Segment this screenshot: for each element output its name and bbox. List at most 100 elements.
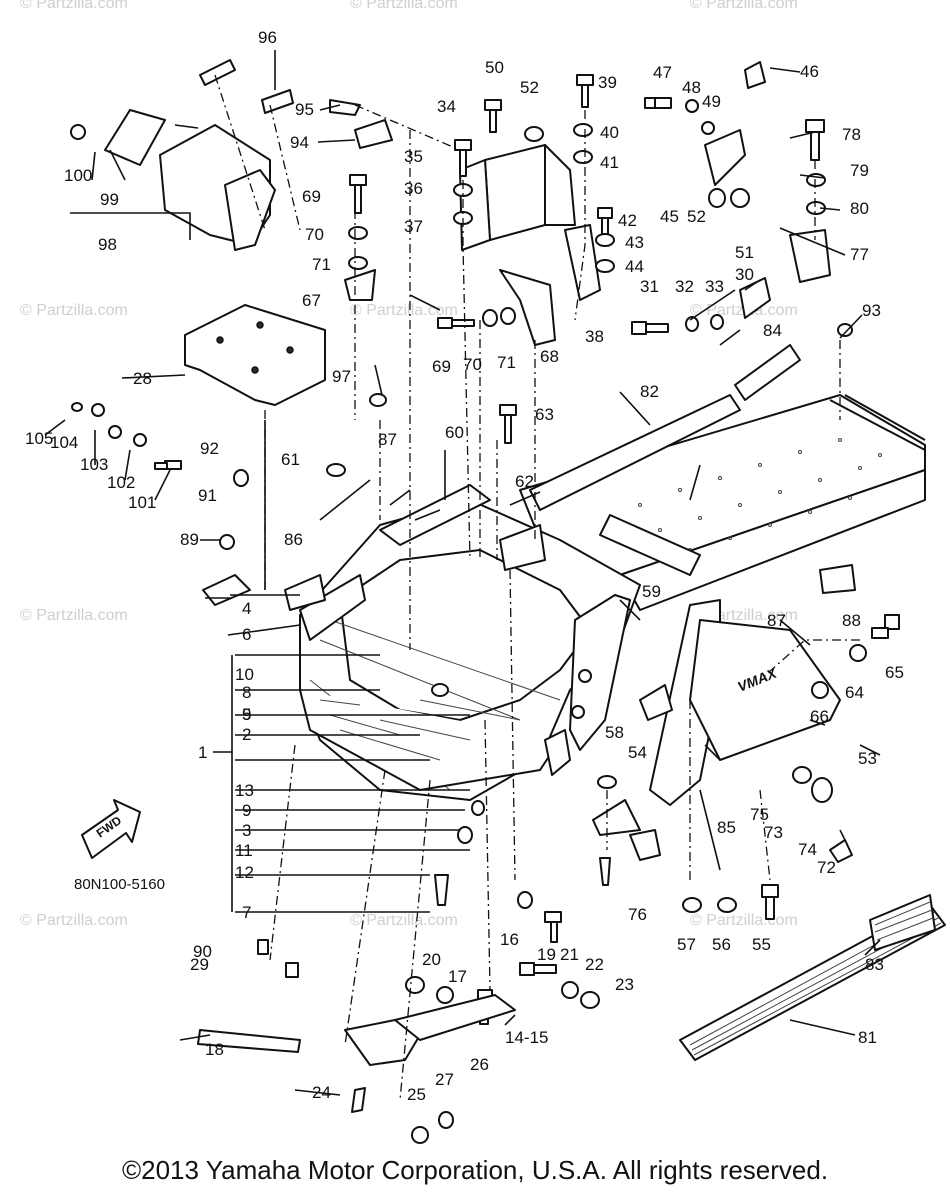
callout-labels: 1 2 3 4 5 6 7 8 9 9 10 11 12 13 14-15 16… bbox=[25, 28, 904, 1104]
callout: 62 bbox=[515, 472, 534, 491]
callout: 43 bbox=[625, 233, 644, 252]
callout: 63 bbox=[535, 405, 554, 424]
callout: 89 bbox=[180, 530, 199, 549]
callout: 92 bbox=[200, 439, 219, 458]
callout: 74 bbox=[798, 840, 817, 859]
callout: 37 bbox=[404, 217, 423, 236]
callout: 21 bbox=[560, 945, 579, 964]
callout: 16 bbox=[500, 930, 519, 949]
callout: 79 bbox=[850, 161, 869, 180]
watermark: © Partzilla.com bbox=[350, 0, 458, 12]
callout: 71 bbox=[312, 255, 331, 274]
callout: 57 bbox=[677, 935, 696, 954]
callout: 52 bbox=[520, 78, 539, 97]
callout: 73 bbox=[764, 823, 783, 842]
callout: 104 bbox=[50, 433, 78, 452]
callout: 76 bbox=[628, 905, 647, 924]
callout: 50 bbox=[485, 58, 504, 77]
callout: 56 bbox=[712, 935, 731, 954]
trim-strips bbox=[529, 344, 946, 1061]
callout: 6 bbox=[242, 625, 251, 644]
watermark: © Partzilla.com bbox=[690, 0, 798, 12]
callout: 82 bbox=[640, 382, 659, 401]
callout: 24 bbox=[312, 1083, 331, 1102]
fasteners bbox=[71, 74, 900, 1144]
callout: 90 bbox=[193, 942, 212, 961]
callout: 55 bbox=[752, 935, 771, 954]
callout: 8 bbox=[242, 683, 251, 702]
callout: 31 bbox=[640, 277, 659, 296]
callout: 30 bbox=[735, 265, 754, 284]
callout: 22 bbox=[585, 955, 604, 974]
callout: 12 bbox=[235, 863, 254, 882]
callout: 60 bbox=[445, 423, 464, 442]
callout: 39 bbox=[598, 73, 617, 92]
mount-brackets bbox=[329, 61, 831, 346]
callout: 45 bbox=[660, 207, 679, 226]
callout: 54 bbox=[628, 743, 647, 762]
callout: 67 bbox=[302, 291, 321, 310]
callout: 71 bbox=[497, 353, 516, 372]
callout: 77 bbox=[850, 245, 869, 264]
callout: 69 bbox=[302, 187, 321, 206]
callout: 75 bbox=[750, 805, 769, 824]
bracket-28 bbox=[184, 304, 326, 406]
callout: 42 bbox=[618, 211, 637, 230]
callout: 99 bbox=[100, 190, 119, 209]
callout: 34 bbox=[437, 97, 456, 116]
callout: 32 bbox=[675, 277, 694, 296]
callout: 17 bbox=[448, 967, 467, 986]
diagram-code: 80N100-5160 bbox=[74, 876, 165, 893]
callout: 11 bbox=[235, 841, 253, 860]
fwd-arrow-icon: FWD bbox=[81, 799, 141, 859]
callout: 59 bbox=[642, 582, 661, 601]
callout: 29 bbox=[190, 955, 209, 974]
callout: 98 bbox=[98, 235, 117, 254]
watermark: © Partzilla.com bbox=[690, 912, 798, 929]
callout: 27 bbox=[435, 1070, 454, 1089]
watermark: © Partzilla.com bbox=[20, 302, 128, 319]
callout: 9 bbox=[242, 705, 251, 724]
callout: 72 bbox=[817, 858, 836, 877]
watermark: © Partzilla.com bbox=[20, 912, 128, 929]
watermark: © Partzilla.com bbox=[350, 912, 458, 929]
callout: 61 bbox=[281, 450, 300, 469]
callout: 84 bbox=[763, 321, 782, 340]
callout: 103 bbox=[80, 455, 108, 474]
callout: 7 bbox=[242, 903, 251, 922]
callout: 25 bbox=[407, 1085, 426, 1104]
watermark: © Partzilla.com bbox=[20, 0, 128, 12]
callout: 18 bbox=[205, 1040, 224, 1059]
watermark: © Partzilla.com bbox=[20, 607, 128, 624]
callout: 10 bbox=[235, 665, 254, 684]
callout: 48 bbox=[682, 78, 701, 97]
callout: 36 bbox=[404, 179, 423, 198]
callout: 70 bbox=[463, 355, 482, 374]
callout: 20 bbox=[422, 950, 441, 969]
callout: 51 bbox=[735, 243, 754, 262]
callout: 4 bbox=[242, 599, 251, 618]
callout: 81 bbox=[858, 1028, 877, 1047]
callout: 9 bbox=[242, 801, 251, 820]
callout: 5 bbox=[242, 705, 251, 724]
callout: 100 bbox=[64, 166, 92, 185]
callout: 85 bbox=[717, 818, 736, 837]
callout: 35 bbox=[404, 147, 423, 166]
callout: 105 bbox=[25, 429, 53, 448]
callout: 47 bbox=[653, 63, 672, 82]
callout: 53 bbox=[858, 749, 877, 768]
callout: 96 bbox=[258, 28, 277, 47]
callout: 86 bbox=[284, 530, 303, 549]
callout: 44 bbox=[625, 257, 644, 276]
callout: 70 bbox=[305, 225, 324, 244]
callout: 41 bbox=[600, 153, 619, 172]
callout: 23 bbox=[615, 975, 634, 994]
callout: 87 bbox=[378, 430, 397, 449]
callout: 87 bbox=[767, 611, 786, 630]
callout: 26 bbox=[470, 1055, 489, 1074]
callout: 2 bbox=[242, 725, 251, 744]
callout: 28 bbox=[133, 369, 152, 388]
callout: 66 bbox=[810, 707, 829, 726]
callout: 69 bbox=[432, 357, 451, 376]
